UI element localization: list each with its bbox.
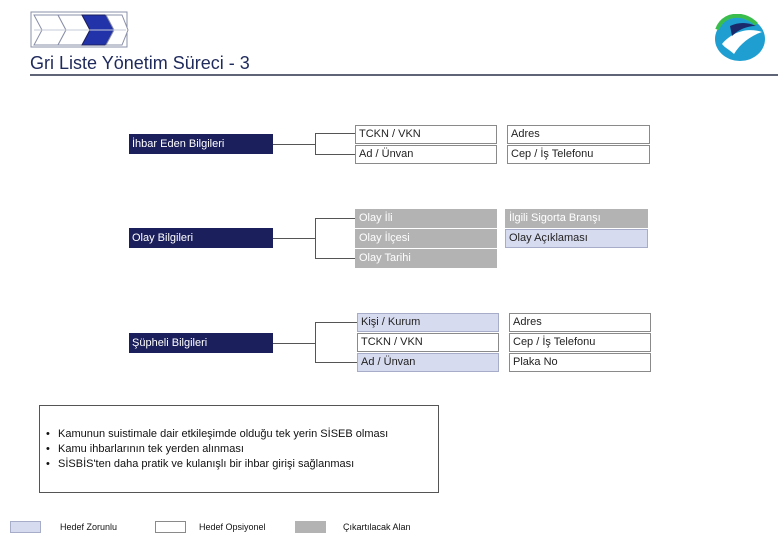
field-olay-aciklamasi: Olay Açıklaması: [505, 229, 648, 248]
field-ihbar-tckn: TCKN / VKN: [355, 125, 497, 144]
process-chevrons-icon: [30, 11, 129, 48]
legend-swatch-removed: [295, 521, 326, 533]
connector: [315, 218, 316, 259]
field-ihbar-ad-unvan: Ad / Ünvan: [355, 145, 497, 164]
category-ihbar-eden: İhbar Eden Bilgileri: [129, 134, 273, 154]
field-supheli-kisi-kurum: Kişi / Kurum: [357, 313, 499, 332]
note-item: SİSBİS'ten daha pratik ve kulanışlı bir …: [46, 457, 438, 472]
note-item: Kamu ihbarlarının tek yerden alınması: [46, 442, 438, 457]
legend-label-required: Hedef Zorunlu: [60, 522, 118, 532]
connector: [315, 218, 355, 219]
title-underline: [30, 74, 778, 76]
notes-box: Kamunun suistimale dair etkileşimde oldu…: [39, 405, 439, 493]
connector: [315, 258, 355, 259]
legend-swatch-optional: [155, 521, 186, 533]
field-olay-sigorta-bransi: İlgili Sigorta Branşı: [505, 209, 648, 228]
field-supheli-plaka: Plaka No: [509, 353, 651, 372]
field-olay-ilcesi: Olay İlçesi: [355, 229, 497, 248]
field-ihbar-adres: Adres: [507, 125, 650, 144]
connector: [315, 154, 355, 155]
field-ihbar-telefon: Cep / İş Telefonu: [507, 145, 650, 164]
connector: [273, 238, 315, 239]
legend-swatch-required: [10, 521, 41, 533]
legend-label-removed: Çıkartılacak Alan: [343, 522, 411, 532]
connector: [315, 362, 357, 363]
category-supheli: Şüpheli Bilgileri: [129, 333, 273, 353]
field-olay-tarihi: Olay Tarihi: [355, 249, 497, 268]
connector: [273, 343, 315, 344]
category-olay: Olay Bilgileri: [129, 228, 273, 248]
connector: [315, 133, 316, 155]
note-item: Kamunun suistimale dair etkileşimde oldu…: [46, 427, 438, 442]
field-supheli-adres: Adres: [509, 313, 651, 332]
field-supheli-ad-unvan: Ad / Ünvan: [357, 353, 499, 372]
page-title: Gri Liste Yönetim Süreci - 3: [30, 53, 250, 73]
connector: [315, 322, 357, 323]
field-supheli-tckn: TCKN / VKN: [357, 333, 499, 352]
field-supheli-telefon: Cep / İş Telefonu: [509, 333, 651, 352]
field-olay-ili: Olay İli: [355, 209, 497, 228]
connector: [315, 133, 355, 134]
company-logo-icon: [714, 14, 766, 64]
connector: [273, 144, 315, 145]
legend-label-optional: Hedef Opsiyonel: [199, 522, 266, 532]
connector: [315, 322, 316, 363]
